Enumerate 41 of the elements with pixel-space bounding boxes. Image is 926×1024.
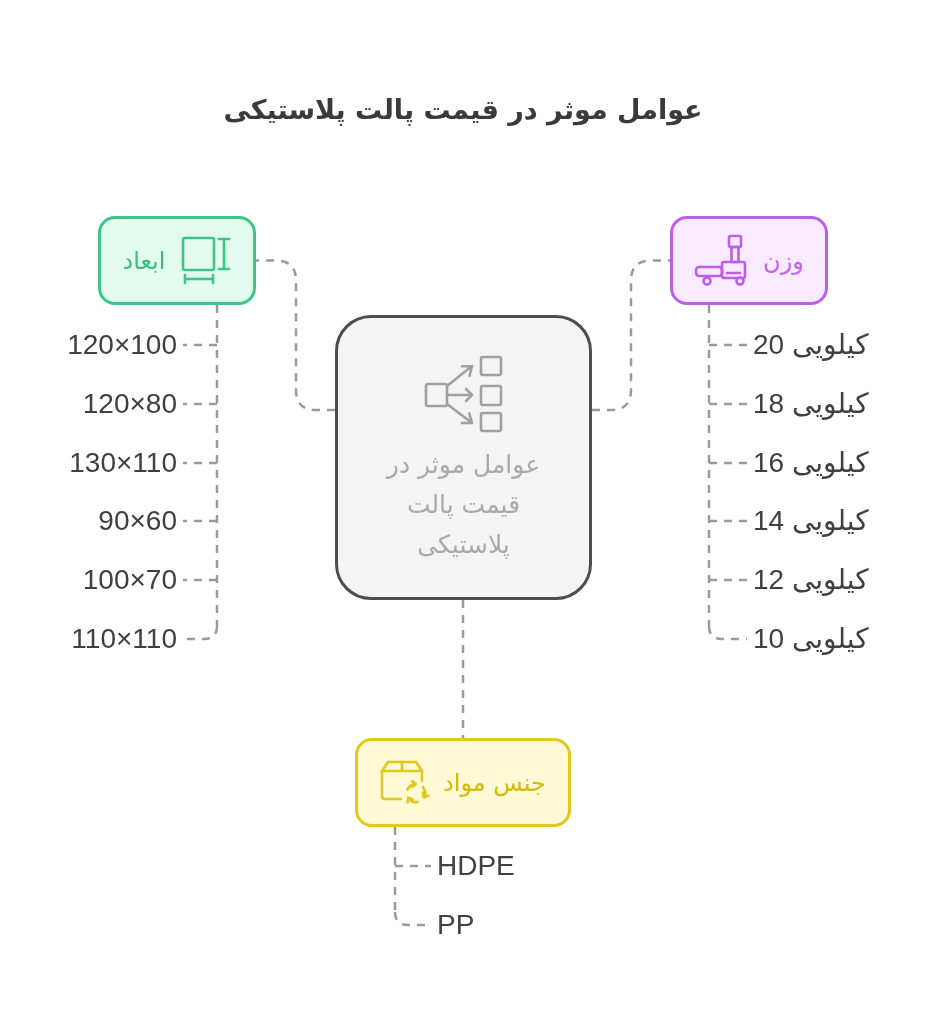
connector [592,259,670,412]
topic-label: عوامل موثر در قیمت پالت پلاستیکی [384,449,542,561]
connector [707,305,711,626]
connector [395,864,431,868]
list-item: 90×60 [92,504,183,538]
connector [183,578,217,582]
list-item: PP [431,908,481,942]
connector [393,827,397,912]
category-box [355,738,571,827]
connector [183,343,217,347]
connector [707,624,747,641]
list-item: HDPE [431,849,521,883]
list-item: 10 کیلویی [747,622,875,656]
connector [709,402,747,406]
list-item: 100×70 [76,563,183,597]
connector [215,305,219,626]
list-item: 18 کیلویی [747,387,875,421]
list-item: 120×100 [61,328,183,362]
list-item: 16 کیلویی [747,446,875,480]
list-item: 20 کیلویی [747,328,875,362]
list-item: 120×80 [76,387,183,421]
connector [256,259,335,412]
connector [183,402,217,406]
list-item: 110×110 [65,622,183,656]
category-label: ابعاد [122,245,166,276]
list-item: 14 کیلویی [747,504,875,538]
title: عوامل موثر در قیمت پالت پلاستیکی [223,93,703,128]
category-label: وزن [763,245,804,276]
list-item: 12 کیلویی [747,563,875,597]
connector [183,461,217,465]
list-item: 130×110 [63,446,183,480]
category-box [98,216,256,305]
category-box [670,216,828,305]
connector [709,461,747,465]
connector [183,519,217,523]
central-box [335,315,592,600]
category-label: جنس مواد [443,767,546,798]
connector [709,343,747,347]
connector [709,578,747,582]
connector [461,600,465,738]
connector [709,519,747,523]
